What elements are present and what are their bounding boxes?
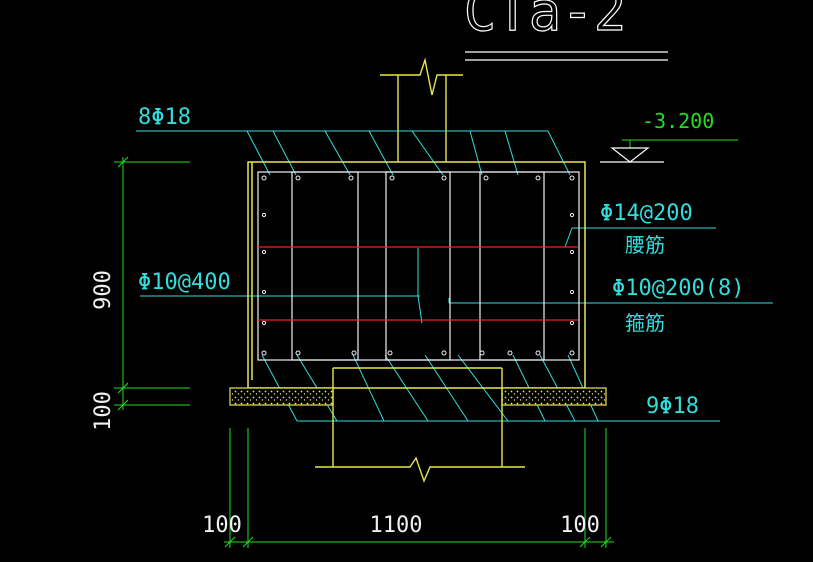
break-line-icon [380,57,463,96]
title-block: CTa-2 [463,0,668,61]
elevation-triangle-icon [610,147,650,163]
dim-width-left: 100 [202,513,242,538]
elevation-label: -3.200 [642,109,714,133]
label-stirrups-caption: 箍筋 [625,311,665,335]
elevation-marker: -3.200 [600,109,738,163]
label-stirrups: Φ10@200(8) [612,276,744,301]
label-waist-bars-caption: 腰筋 [625,233,665,257]
dim-width-right: 100 [560,513,600,538]
break-line-icon [315,456,525,483]
label-bottom-bars: 9Φ18 [646,394,699,419]
dim-width-main: 1100 [370,513,423,538]
horizontal-dimension [224,428,614,548]
beam-outline [247,161,586,389]
label-waist-bars: Φ14@200 [600,201,693,226]
label-side-bars: Φ10@400 [138,270,231,295]
stirrups [257,171,580,361]
cushion-layer [229,387,607,406]
column-stub-top [380,57,463,162]
rebar-dots [261,175,575,356]
waist-bars [258,246,578,321]
dim-height-cushion: 100 [91,391,116,431]
column-stub-bottom [315,367,525,483]
label-top-bars: 8Φ18 [138,105,191,130]
vertical-dimension [114,156,190,411]
drawing-title: CTa-2 [464,0,627,43]
dim-height-main: 900 [91,270,116,310]
